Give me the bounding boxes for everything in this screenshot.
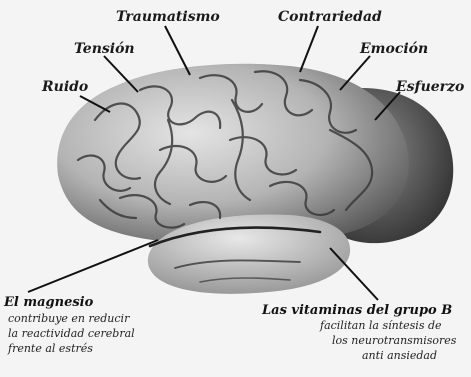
- note-magnesio-line-2: la reactividad cerebral: [8, 328, 135, 339]
- label-emocion: Emoción: [360, 42, 428, 56]
- note-vitaminas-line-3: anti ansiedad: [362, 350, 437, 361]
- label-traumatismo: Traumatismo: [116, 10, 220, 24]
- label-contrariedad: Contrariedad: [278, 10, 382, 24]
- label-ruido: Ruido: [42, 80, 88, 94]
- note-magnesio-title: El magnesio: [4, 296, 93, 309]
- label-esfuerzo: Esfuerzo: [396, 80, 464, 94]
- note-vitaminas-title: Las vitaminas del grupo B: [262, 304, 452, 317]
- note-vitaminas-line-1: facilitan la síntesis de: [320, 320, 442, 331]
- note-vitaminas-line-2: los neurotransmisores: [332, 335, 456, 346]
- label-tension: Tensión: [74, 42, 135, 56]
- note-magnesio-line-3: frente al estrés: [8, 343, 93, 354]
- leader-line-vitaminas: [330, 248, 378, 300]
- leader-line-magnesio: [28, 240, 158, 292]
- leader-line-traumatismo: [165, 26, 190, 75]
- leader-line-contrariedad: [300, 26, 318, 72]
- note-magnesio-line-1: contribuye en reducir: [8, 313, 129, 324]
